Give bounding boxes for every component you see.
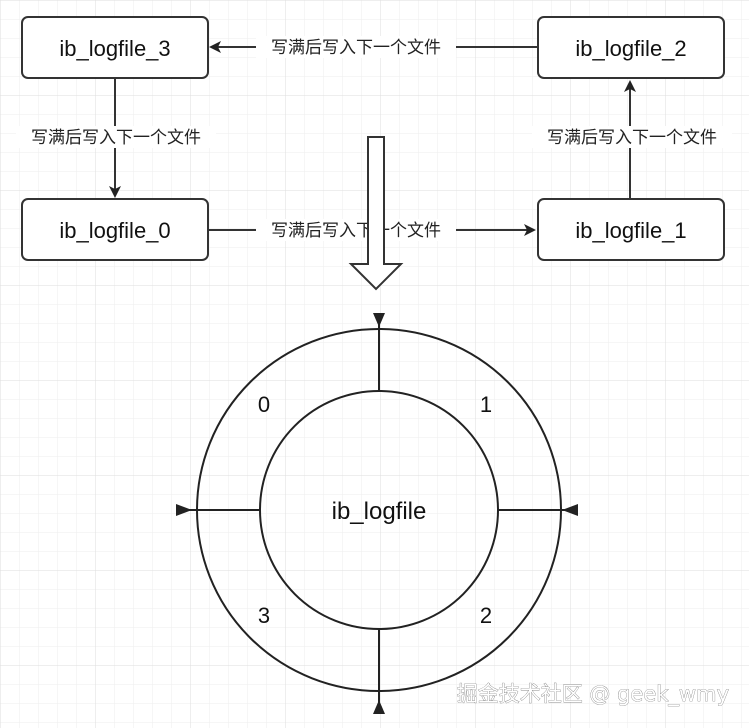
edge-right-label: 写满后写入下一个文件 xyxy=(547,128,717,148)
arrowhead-left-icon xyxy=(176,504,192,516)
edge-right-label-bg xyxy=(532,126,732,148)
box-ib-logfile-1-label: ib_logfile_1 xyxy=(575,218,686,243)
edge-top-label-bg xyxy=(256,36,456,58)
box-ib-logfile-3-label: ib_logfile_3 xyxy=(59,36,170,61)
ring-center-label: ib_logfile xyxy=(332,498,427,525)
down-arrow-icon xyxy=(348,136,404,291)
box-ib-logfile-3: ib_logfile_3 xyxy=(21,16,209,79)
edge-bottom-label: 写满后写入下一个文件 xyxy=(271,221,441,241)
sector-label-1: 1 xyxy=(480,392,492,417)
box-ib-logfile-2: ib_logfile_2 xyxy=(537,16,725,79)
edge-top-label: 写满后写入下一个文件 xyxy=(271,38,441,58)
box-ib-logfile-0: ib_logfile_0 xyxy=(21,198,209,261)
edge-left-label-bg xyxy=(16,126,216,148)
edge-left-label: 写满后写入下一个文件 xyxy=(31,128,201,148)
arrowhead-top-icon xyxy=(373,313,385,327)
sector-label-2: 2 xyxy=(480,603,492,628)
box-ib-logfile-1: ib_logfile_1 xyxy=(537,198,725,261)
sector-label-3: 3 xyxy=(258,603,270,628)
box-ib-logfile-2-label: ib_logfile_2 xyxy=(575,36,686,61)
arrowhead-bottom-icon xyxy=(373,700,385,714)
edge-bottom-label-bg xyxy=(256,219,456,241)
watermark-text: 掘金技术社区 @ geek_wmy xyxy=(457,682,729,707)
box-ib-logfile-0-label: ib_logfile_0 xyxy=(59,218,170,243)
arrowhead-right-icon xyxy=(562,504,578,516)
sector-label-0: 0 xyxy=(258,392,270,417)
